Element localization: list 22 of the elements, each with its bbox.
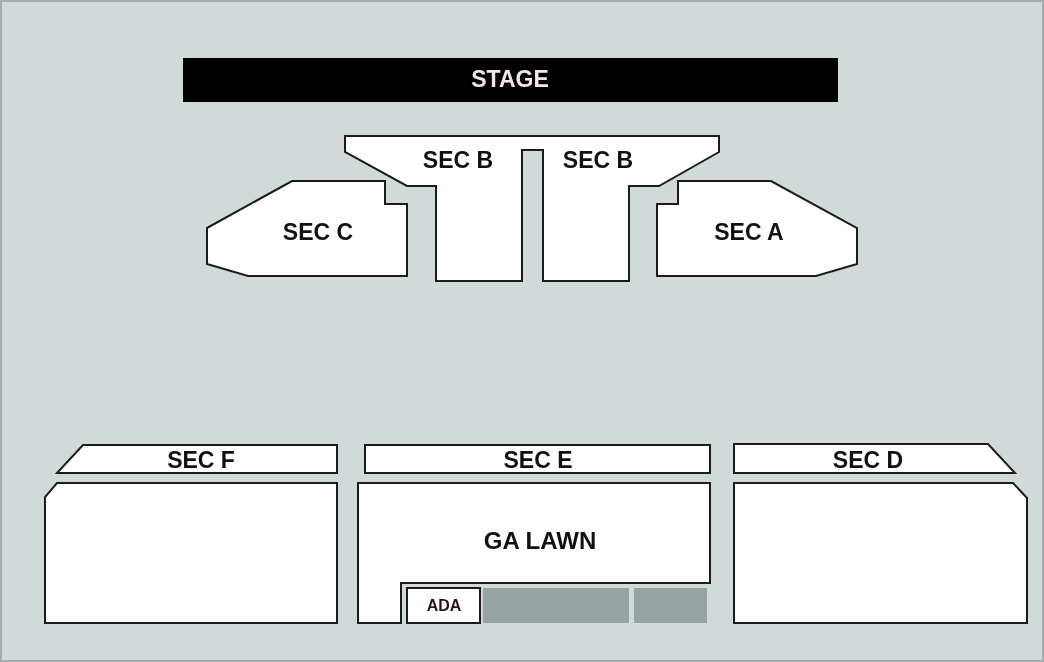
stage-block [183, 58, 838, 102]
seating-section [206, 180, 408, 277]
section-label: SEC C [282, 220, 354, 244]
accessible-seating-area [406, 587, 481, 624]
reserved-area [634, 588, 707, 623]
section-label: SEC B [422, 148, 494, 172]
seating-section [44, 482, 338, 624]
section-label: SEC F [167, 448, 235, 472]
area-label: GA LAWN [483, 529, 597, 553]
seating-section [733, 443, 1016, 474]
seating-section [56, 444, 338, 474]
lawn-area [357, 482, 711, 624]
reserved-area [483, 588, 629, 623]
area-label: ADA [426, 598, 462, 614]
seating-section [364, 444, 711, 474]
section-label: SEC A [714, 220, 784, 244]
seating-section [656, 180, 858, 277]
section-label: SEC D [832, 448, 904, 472]
section-label: SEC B [562, 148, 634, 172]
seating-section [733, 482, 1028, 624]
stage-label: STAGE [471, 67, 549, 91]
section-label: SEC E [503, 448, 573, 472]
